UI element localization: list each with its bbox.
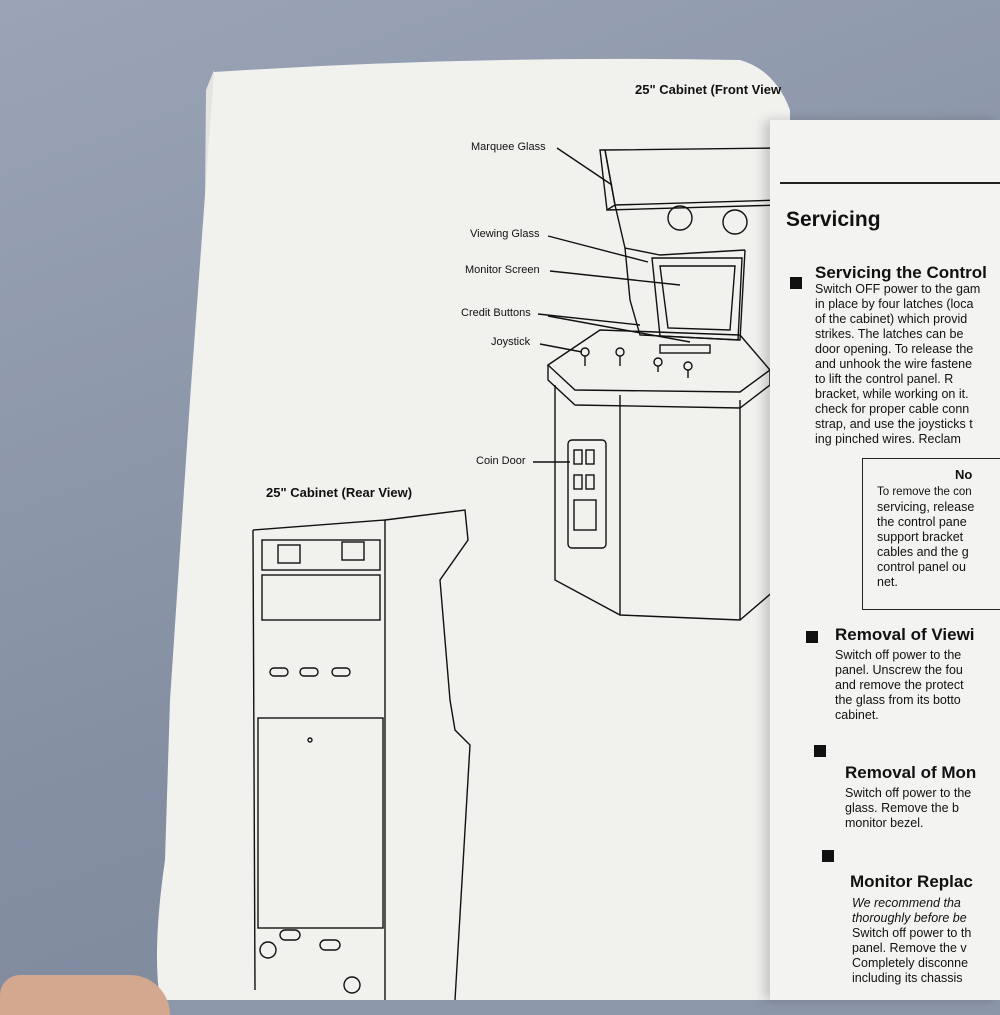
text-line: To remove the con: [877, 486, 972, 498]
note-box: No To remove the con servicing, release …: [862, 458, 1000, 610]
bullet-square: [790, 277, 802, 289]
bullet-square: [822, 850, 834, 862]
text-line: and unhook the wire fastene: [815, 357, 973, 371]
text-line: to lift the control panel. R: [815, 372, 954, 386]
label-monitor-screen: Monitor Screen: [465, 264, 540, 276]
section-monitor-replace-title: Monitor Replac: [850, 872, 973, 891]
text-line: the glass from its botto: [835, 693, 961, 707]
text-line: Switch off power to th: [852, 926, 972, 940]
text-line: Switch OFF power to the gam: [815, 282, 981, 296]
text-line: door opening. To release the: [815, 342, 974, 356]
front-view-title: 25" Cabinet (Front View: [635, 82, 782, 97]
page-paper: [156, 58, 790, 1000]
text-line: the control pane: [877, 515, 967, 529]
text-line: We recommend tha: [852, 896, 961, 910]
text-line: net.: [877, 575, 898, 589]
text-line: including its chassis: [852, 971, 963, 985]
label-joystick: Joystick: [491, 336, 531, 348]
text-line: Switch off power to the: [835, 648, 962, 662]
section-control-title: Servicing the Control: [815, 263, 987, 282]
text-line: glass. Remove the b: [845, 801, 959, 815]
bullet-square: [806, 631, 818, 643]
text-line: strap, and use the joysticks t: [815, 417, 973, 431]
rear-view-title: 25" Cabinet (Rear View): [266, 485, 413, 500]
text-line: Switch off power to the: [845, 786, 972, 800]
label-coin-door: Coin Door: [476, 455, 526, 467]
text-line: cables and the g: [877, 545, 969, 559]
label-marquee-glass: Marquee Glass: [471, 141, 546, 153]
bullet-square: [814, 745, 826, 757]
servicing-heading: Servicing: [786, 208, 881, 231]
note-title: No: [955, 467, 973, 482]
text-line: servicing, release: [877, 500, 975, 514]
text-line: bracket, while working on it.: [815, 387, 969, 401]
text-line: panel. Remove the v: [852, 941, 967, 955]
text-line: in place by four latches (loca: [815, 297, 974, 311]
text-line: monitor bezel.: [845, 816, 924, 830]
text-line: cabinet.: [835, 708, 879, 722]
text-line: thoroughly before be: [852, 911, 967, 925]
text-line: check for proper cable conn: [815, 402, 970, 416]
text-line: and remove the protect: [835, 678, 964, 692]
right-page: Servicing Servicing the Control Switch O…: [770, 120, 1000, 1000]
text-line: ing pinched wires. Reclam: [815, 432, 961, 446]
label-credit-buttons: Credit Buttons: [461, 307, 531, 319]
text-line: Completely disconne: [852, 956, 969, 970]
section-viewing-title: Removal of Viewi: [835, 625, 975, 644]
text-line: of the cabinet) which provid: [815, 312, 968, 326]
label-viewing-glass: Viewing Glass: [470, 228, 540, 240]
text-line: support bracket: [877, 530, 964, 544]
text-line: control panel ou: [877, 560, 966, 574]
section-monitor-removal-title: Removal of Mon: [845, 763, 977, 782]
text-line: strikes. The latches can be: [815, 327, 964, 341]
finger: [0, 975, 170, 1015]
text-line: panel. Unscrew the fou: [835, 663, 963, 677]
heading-rule: [780, 182, 1000, 184]
